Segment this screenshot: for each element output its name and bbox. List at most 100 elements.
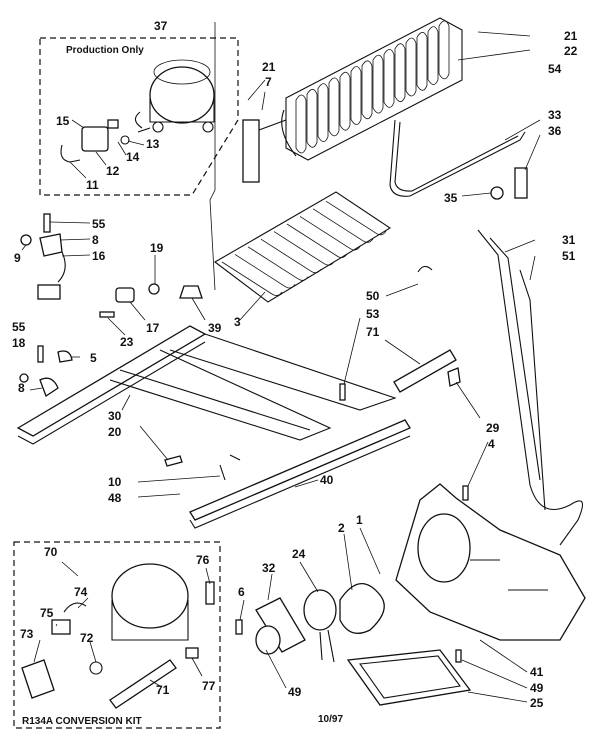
conversion-kit-group — [13, 541, 221, 729]
condenser-loop — [328, 77, 340, 137]
leader-24 — [299, 561, 319, 593]
screw-23 — [99, 311, 115, 318]
drain-assembly — [389, 119, 528, 200]
condenser-loop — [350, 66, 362, 125]
fan-motor-group — [235, 483, 586, 706]
condenser-coil — [242, 17, 463, 183]
leader-12 — [95, 151, 107, 166]
drain-tube — [389, 119, 526, 197]
left-lower-parts — [19, 345, 73, 397]
rail-40 — [189, 419, 411, 521]
evaporator-loop — [221, 261, 283, 296]
date-code: 10/97 — [318, 714, 343, 725]
label-2: 2 — [338, 521, 345, 535]
label-73: 73 — [20, 627, 34, 641]
clamp-29 — [447, 367, 461, 387]
leader-49a — [265, 649, 287, 689]
compressor-mount-2 — [202, 121, 214, 133]
condenser-loop — [339, 71, 351, 131]
leader-55-8-16 — [49, 221, 91, 257]
clamp-36 — [514, 167, 528, 199]
label-15: 15 — [56, 114, 70, 128]
leader-1 — [359, 527, 381, 575]
evaporator-loop — [234, 254, 296, 289]
label-5: 5 — [90, 351, 97, 365]
condenser-loop — [361, 60, 373, 120]
label-40: 40 — [320, 473, 334, 487]
label-20: 20 — [108, 425, 122, 439]
label-9: 9 — [14, 251, 21, 265]
label-77: 77 — [202, 679, 216, 693]
compressor-kit-base — [111, 600, 189, 641]
leader-73 — [33, 639, 41, 663]
compressor-body — [149, 66, 215, 124]
label-10: 10 — [108, 475, 122, 489]
condenser-loop — [383, 49, 395, 108]
condenser-inlet — [281, 109, 297, 157]
compressor-kit — [111, 563, 189, 629]
production-only-frame — [39, 37, 239, 196]
condenser-loop — [438, 20, 450, 80]
leader-13 — [127, 140, 145, 146]
screw-4 — [462, 485, 469, 501]
rail-cross-1b — [119, 369, 311, 431]
tube-31-inner — [489, 237, 541, 481]
leader-77 — [191, 657, 203, 677]
cover-part — [120, 135, 130, 145]
leader-14 — [117, 141, 127, 156]
switch-group — [99, 283, 203, 318]
leader-23 — [107, 317, 126, 336]
shroud-slots — [470, 559, 548, 591]
evaporator-loop — [260, 238, 322, 274]
leader-29 — [455, 381, 481, 419]
nut-18 — [19, 373, 29, 383]
rail-left-lip — [17, 341, 206, 445]
grommet-35 — [490, 186, 504, 200]
leader-50 — [385, 283, 419, 297]
evaporator-outline — [214, 191, 392, 303]
leader-40 — [294, 479, 319, 488]
production-only-group: Production Only — [39, 37, 239, 196]
production-only-label: Production Only — [66, 45, 144, 56]
label-14: 14 — [126, 150, 140, 164]
leader-2 — [343, 533, 353, 591]
rail-screw-10 — [219, 464, 226, 481]
leader-41 — [479, 639, 528, 673]
label-50: 50 — [366, 289, 380, 303]
clip-part — [107, 119, 119, 129]
label-49a: 49 — [288, 685, 302, 699]
leader-30 — [121, 394, 131, 411]
connector-16 — [37, 284, 61, 300]
drier-71 — [393, 349, 457, 393]
condenser-coil-loops — [295, 20, 450, 154]
evaporator-loop — [325, 200, 387, 236]
tubes-31-51 — [477, 229, 584, 546]
label-18: 18 — [12, 336, 26, 350]
label-37: 37 — [154, 19, 168, 33]
label-24: 24 — [292, 547, 306, 561]
switch-17 — [115, 287, 135, 303]
leader-8b — [29, 387, 43, 391]
label-8a: 8 — [92, 233, 99, 247]
label-31: 31 — [562, 233, 576, 247]
evaporator-loop — [312, 208, 374, 243]
label-41: 41 — [530, 665, 544, 679]
clip-5 — [57, 350, 73, 363]
condenser-loop — [295, 94, 307, 154]
relay-73 — [21, 659, 55, 699]
condenser-outline — [285, 17, 463, 161]
thermostat-group — [20, 213, 66, 300]
compressor-mount-1 — [152, 121, 164, 133]
grommet-77 — [185, 647, 199, 659]
label-21a: 21 — [564, 29, 578, 43]
leader-71a — [384, 339, 421, 365]
label-12: 12 — [106, 164, 120, 178]
drain-tube-inner — [394, 121, 519, 192]
leader-6 — [239, 599, 245, 621]
label-29: 29 — [486, 421, 500, 435]
evaporator-coil — [214, 191, 392, 303]
label-55b: 55 — [12, 320, 26, 334]
condenser-loop — [405, 37, 417, 97]
condenser-loop — [394, 43, 406, 103]
overload-75 — [51, 619, 71, 635]
